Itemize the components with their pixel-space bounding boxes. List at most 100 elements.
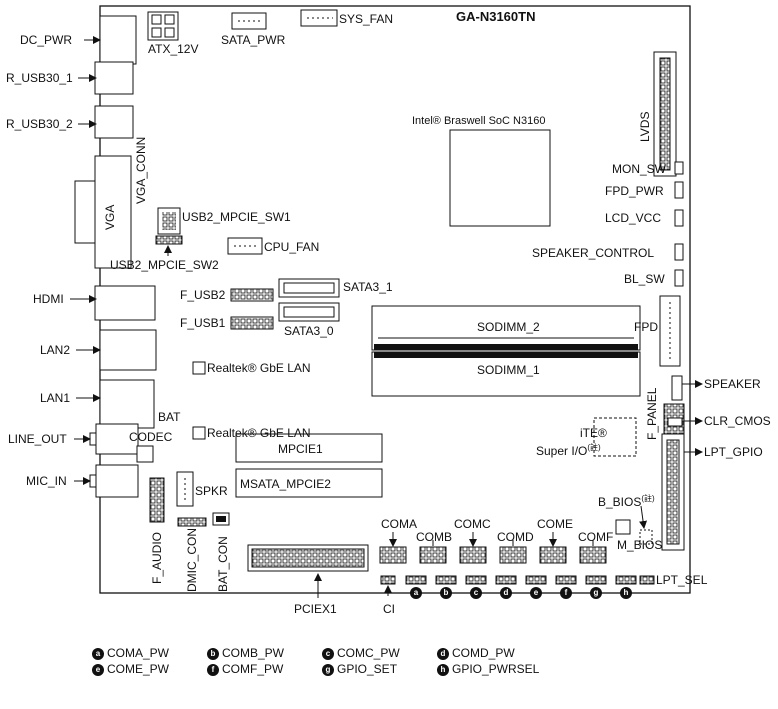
b-bios-label: B_BIOS(註): [598, 494, 655, 509]
legend-text: COMD_PW: [452, 646, 515, 660]
usb2-mpcie-sw2-header: [155, 235, 183, 245]
r-usb30-1-connector: [94, 61, 134, 95]
realtek-lan-label-1: Realtek® GbE LAN: [207, 361, 311, 375]
sodimm-2-slot: [371, 305, 641, 351]
board-outline: [99, 5, 691, 594]
board-name: GA-N3160TN: [456, 9, 536, 24]
legend-text: COME_PW: [107, 662, 170, 676]
f-audio-header: [149, 477, 165, 523]
vga-connector: [94, 155, 132, 269]
line-out-label: LINE_OUT: [8, 432, 67, 446]
speaker-header: [671, 375, 683, 401]
legend-text: GPIO_PWRSEL: [452, 662, 540, 676]
codec-label: CODEC: [129, 430, 173, 444]
lpt-sel-jumper: [639, 575, 655, 585]
super-io-chip: [593, 417, 637, 457]
legend-text: COMB_PW: [222, 646, 285, 660]
lan2-label: LAN2: [40, 343, 71, 357]
legend-badge: c: [322, 647, 334, 660]
fpd-pwr-header: [674, 181, 684, 199]
realtek-lan-chip-2: [192, 426, 206, 440]
realtek-lan-label-2: Realtek® GbE LAN: [207, 426, 311, 440]
fpd-label: FPD: [634, 320, 658, 334]
jumper-badge-h: h: [620, 587, 632, 599]
dmic-con-header: [177, 517, 207, 527]
super-io-label: Super I/O(註): [536, 443, 601, 458]
r-usb30-2-label: R_USB30_2: [6, 117, 73, 131]
usb2-mpcie-sw1-label: USB2_MPCIE_SW1: [182, 210, 291, 224]
legend-badge: b: [207, 647, 219, 660]
b-bios-chip: [639, 529, 653, 545]
legend-badge: e: [92, 663, 104, 676]
soc-chip: [449, 129, 551, 227]
f-audio-label: F_AUDIO: [150, 531, 164, 584]
mpcie1-slot: [235, 433, 383, 463]
jumper-badge-f: f: [560, 587, 572, 599]
msata-mpcie2-slot: [235, 468, 383, 498]
bl-sw-header: [674, 269, 684, 287]
dmic-con-label: DMIC_CON: [185, 527, 199, 592]
jumper-badge-e: e: [530, 587, 542, 599]
legend-badge: f: [207, 663, 219, 676]
comf-header: [579, 546, 607, 564]
jumper-badge-c: c: [470, 587, 482, 599]
jumper-badge-b: b: [440, 587, 452, 599]
bat-con-label: BAT_CON: [216, 536, 230, 592]
comb-header: [419, 546, 447, 564]
come-header: [539, 546, 567, 564]
fpd-connector: [659, 295, 681, 367]
legend-badge: g: [322, 663, 334, 676]
sodimm-2-label: SODIMM_2: [477, 320, 540, 334]
legend-text: GPIO_SET: [337, 662, 398, 676]
lpt-gpio-label: LPT_GPIO: [704, 445, 763, 459]
legend-text: COMF_PW: [222, 662, 284, 676]
legend-badge: a: [92, 647, 104, 660]
cpu-fan-label: CPU_FAN: [264, 240, 320, 254]
sata-pwr-label: SATA_PWR: [221, 33, 286, 47]
f-usb1-header: [230, 316, 274, 330]
comd-label: COMD: [497, 530, 534, 544]
jumper-badge-g: g: [590, 587, 602, 599]
usb2-mpcie-sw2-label: USB2_MPCIE_SW2: [110, 258, 219, 272]
lpt-sel-label: LPT_SEL: [656, 573, 708, 587]
sata3-0-label: SATA3_0: [284, 324, 334, 338]
lvds-label: LVDS: [638, 111, 652, 142]
come-label: COME: [537, 517, 573, 531]
mic-in-jack: [95, 464, 139, 498]
comb-label: COMB: [416, 530, 452, 544]
vga-conn-label: VGA_CONN: [134, 136, 148, 204]
lan1-connector: [99, 379, 155, 429]
vga-label: VGA: [103, 204, 117, 230]
bat-label: BAT: [158, 410, 181, 424]
lan1-label: LAN1: [40, 391, 71, 405]
dc-pwr-label: DC_PWR: [20, 33, 73, 47]
f-usb2-label: F_USB2: [180, 288, 226, 302]
super-io-note: (註): [587, 443, 601, 452]
ci-label: CI: [383, 602, 395, 616]
mon-sw-label: MON_SW: [612, 162, 666, 176]
realtek-lan-chip-1: [192, 361, 206, 375]
clr-cmos-label: CLR_CMOS: [704, 414, 771, 428]
lcd-vcc-header: [674, 209, 684, 227]
legend-text: COMA_PW: [107, 646, 170, 660]
codec-chip: [136, 445, 154, 463]
legend-badge: h: [437, 663, 449, 676]
jumper-badge-d: d: [500, 587, 512, 599]
r-usb30-1-label: R_USB30_1: [6, 71, 73, 85]
m-bios-label: M_BIOS: [617, 538, 663, 552]
msata-mpcie2-label: MSATA_MPCIE2: [240, 477, 331, 491]
speaker-label: SPEAKER: [704, 377, 761, 391]
f-usb2-header: [230, 288, 274, 302]
fpd-pwr-label: FPD_PWR: [605, 184, 664, 198]
mon-sw-header: [674, 161, 684, 175]
dc-pwr-connector: [99, 15, 137, 65]
sodimm-1-slot: [371, 351, 641, 397]
